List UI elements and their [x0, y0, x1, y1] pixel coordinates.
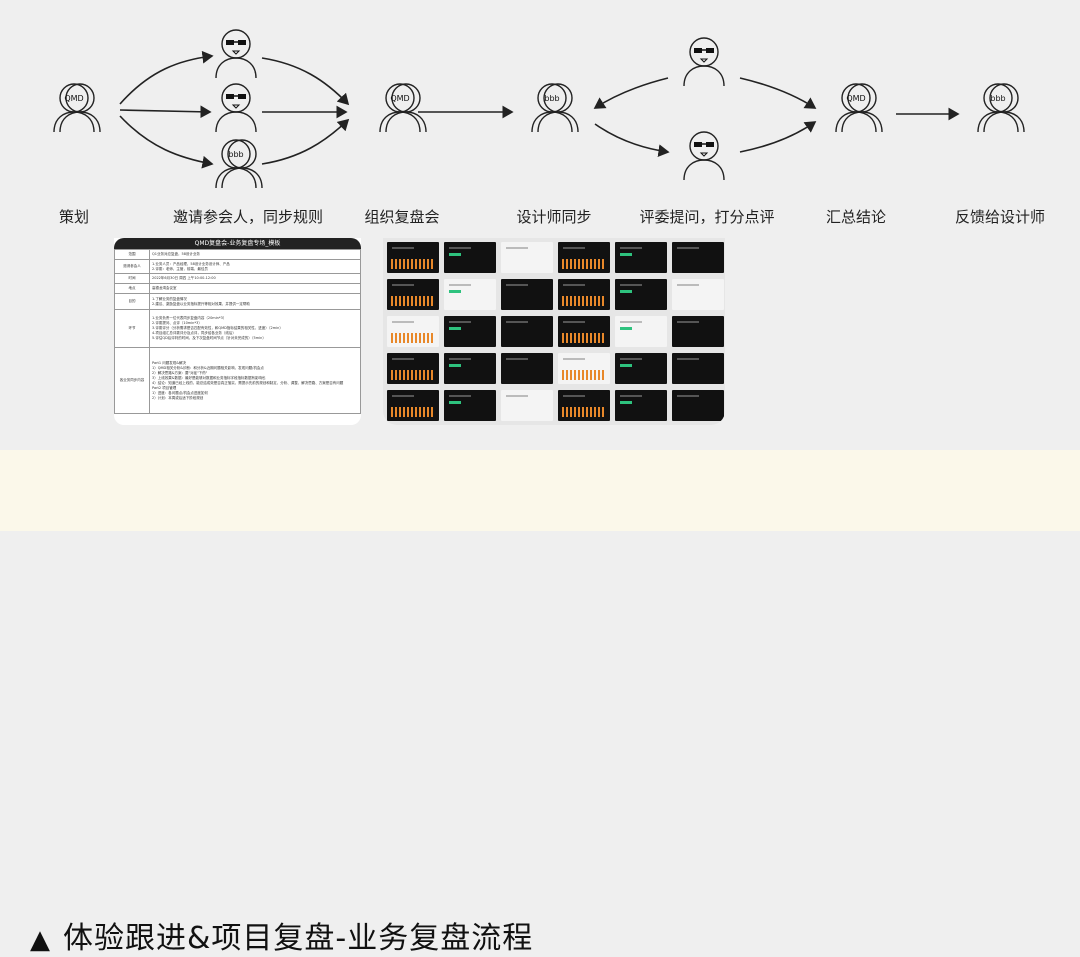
slide-thumbnail — [615, 316, 667, 347]
slide-thumbnail — [501, 390, 553, 421]
slide-thumbnail — [387, 316, 439, 347]
slide-thumbnail — [558, 316, 610, 347]
slide-thumbnail — [558, 353, 610, 384]
document-row-value: 1.了解业务的复盘情况 2.建议、激励复盘以业务指标提升等相对效果，并提供一定帮… — [149, 293, 361, 310]
slide-thumbnail — [558, 279, 610, 310]
step-label-designer-sync: 设计师同步 — [516, 208, 592, 226]
document-row-key: 范围 — [114, 249, 150, 260]
arrow-designer-to-judge-bottom — [594, 123, 670, 157]
document-row-value: Q1业务对应复盘，58设计业务 — [149, 249, 361, 260]
document-title: QMD复盘会-业务复盘专场_模板 — [114, 238, 361, 249]
slide-thumbnail — [387, 353, 439, 384]
step-label-summary: 汇总结论 — [825, 208, 887, 226]
document-row-key: 邀请参会人 — [114, 259, 150, 274]
arrow-judge1-to-meeting — [261, 57, 350, 106]
document-row-value: 2022年6月30日 周四 上午10:00-12:00 — [149, 273, 361, 284]
document-row-key: 目的 — [114, 293, 150, 310]
slide-thumbnail — [615, 279, 667, 310]
avatar-tag-bbb: bbb — [544, 94, 559, 103]
document-row-key: 时间 — [114, 273, 150, 284]
slide-thumbnail — [444, 316, 496, 347]
arrow-plan-to-judge3 — [119, 115, 214, 169]
slide-thumbnail — [444, 353, 496, 384]
avatar-tag-qmd: QMD — [846, 94, 865, 103]
arrow-judge-top-to-designer — [593, 77, 669, 109]
document-row-value: 高德龙湾会议室 — [149, 283, 361, 294]
caption-text: 体验跟进&项目复盘-业务复盘流程 — [63, 921, 534, 956]
slide-thumbnail — [672, 390, 724, 421]
triangle-icon: ▲ — [30, 925, 51, 955]
flow-diagram: QMD bbb QMD bbb QMD bbb 策划 邀请参会人，同步规则 组织… — [0, 0, 1080, 450]
slide-thumbnail — [501, 353, 553, 384]
slide-thumbnail — [615, 242, 667, 273]
arrow-plan-to-judge2 — [119, 105, 212, 119]
avatar-designer-invited: bbb — [215, 139, 263, 189]
step-label-organize: 组织复盘会 — [364, 208, 440, 226]
slide-thumbnail — [558, 390, 610, 421]
avatar-tag-bbb: bbb — [990, 94, 1005, 103]
slide-thumbnail — [501, 316, 553, 347]
slide-thumbnail — [672, 353, 724, 384]
document-row-value: 1.业务人员：产品经理，58设计业务设计师、产品 2.评委：老师，主管，前端，最… — [149, 259, 361, 274]
arrow-plan-to-judge1 — [119, 50, 214, 105]
slide-thumbnail — [444, 279, 496, 310]
document-row-key: 各业务同步内容 — [114, 347, 150, 414]
document-row-key: 地点 — [114, 283, 150, 294]
slide-thumbnail — [501, 279, 553, 310]
slide-thumbnail — [387, 390, 439, 421]
step-label-judge: 评委提问，打分点评 — [639, 208, 775, 226]
slide-thumbnail — [501, 242, 553, 273]
flow-arrows — [119, 50, 960, 169]
document-row-value: Part1 问题发现&解决 1）QMD相关分析&诊断：和分析&近期问题相关影响，… — [149, 347, 361, 414]
avatar-tag-qmd: QMD — [64, 94, 83, 103]
slide-thumbnail — [615, 390, 667, 421]
slides-overview-screenshot — [383, 238, 725, 425]
step-label-feedback: 反馈给设计师 — [954, 208, 1046, 226]
slide-thumbnail — [672, 242, 724, 273]
slide-thumbnail — [387, 242, 439, 273]
avatar-tag-bbb: bbb — [228, 150, 243, 159]
slide-thumbnail — [615, 353, 667, 384]
arrow-judge-bottom-to-summary — [739, 121, 817, 153]
slide-thumbnail — [444, 390, 496, 421]
document-row-value: 1.业务负责一位代表同步复盘内容（20min*3） 2.评委提问、点评（10mi… — [149, 309, 361, 348]
slide-thumbnail — [444, 242, 496, 273]
slide-thumbnail — [672, 316, 724, 347]
avatar-organizer: QMD — [379, 83, 427, 133]
arrow-judge-top-to-summary — [739, 77, 817, 109]
flow-diagram-canvas: QMD bbb QMD bbb QMD bbb — [53, 29, 1025, 189]
slide-thumbnail — [672, 279, 724, 310]
slide-thumbnail — [387, 279, 439, 310]
document-row: 地点高德龙湾会议室 — [114, 283, 361, 294]
avatar-judge-top — [215, 29, 257, 79]
avatar-feedback: bbb — [977, 83, 1025, 133]
slide-thumbnail — [558, 242, 610, 273]
step-label-invite: 邀请参会人，同步规则 — [172, 208, 324, 226]
step-label-plan: 策划 — [58, 208, 90, 226]
avatar-tag-qmd: QMD — [390, 94, 409, 103]
caption: ▲ 体验跟进&项目复盘-业务复盘流程 — [30, 913, 533, 957]
avatar-judge-question — [683, 37, 725, 87]
document-row-key: 环节 — [114, 309, 150, 348]
avatar-judge-middle — [215, 83, 257, 133]
avatar-planner: QMD — [53, 83, 101, 133]
avatar-judge-score — [683, 131, 725, 181]
arrow-judge3-to-meeting — [261, 118, 350, 165]
avatar-designer-sync: bbb — [531, 83, 579, 133]
caption-bar: ▲ 体验跟进&项目复盘-业务复盘流程 — [0, 450, 1080, 956]
avatar-summary: QMD — [835, 83, 883, 133]
